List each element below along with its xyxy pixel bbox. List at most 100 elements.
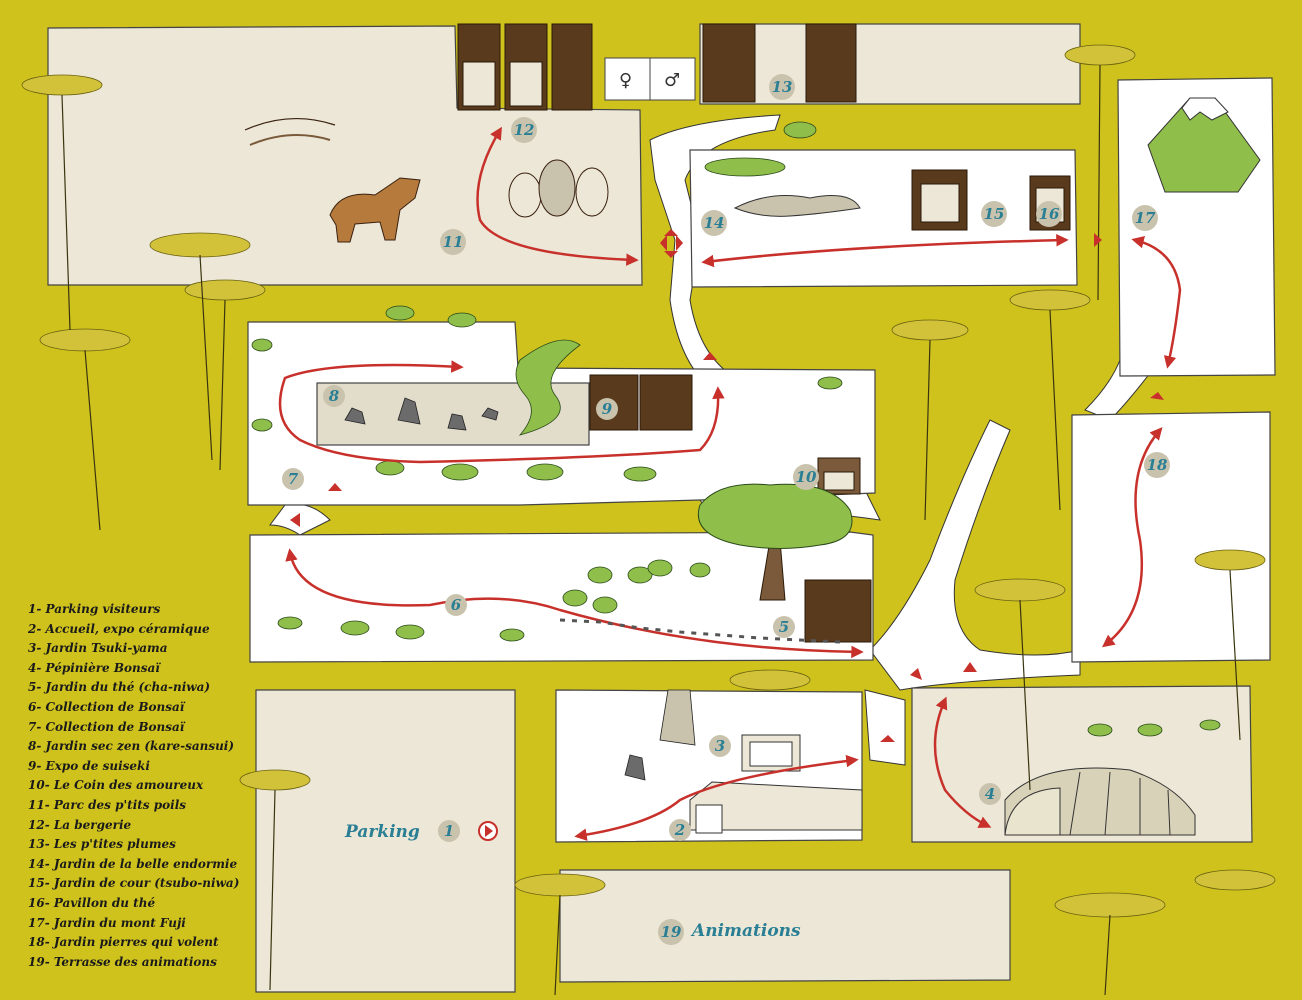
route-2-3 xyxy=(574,754,859,841)
zone-number-text: 5 xyxy=(779,618,789,636)
zone-badge-circle xyxy=(979,783,1001,805)
direction-marker xyxy=(676,235,683,251)
direction-marker xyxy=(1150,392,1164,400)
pine-tree xyxy=(39,328,131,352)
route-11-12 xyxy=(476,126,639,266)
pine-trunks xyxy=(61,64,1241,996)
legend-item: 16- Pavillon du thé xyxy=(28,895,156,910)
legend-item: 1- Parking visiteurs xyxy=(28,602,161,616)
route-triangles xyxy=(290,229,1164,742)
lawn xyxy=(704,157,786,177)
zone-number-text: 13 xyxy=(772,78,793,96)
zone-badge-circle xyxy=(438,820,460,842)
bonsai xyxy=(623,466,657,482)
greenhouse xyxy=(1004,767,1196,836)
direction-marker xyxy=(1094,233,1102,247)
tea-bush xyxy=(647,559,673,577)
legend-item: 5- Jardin du thé (cha-niwa) xyxy=(28,680,211,695)
legend-item: 9- Expo de suiseki xyxy=(28,758,150,773)
zone-number-16[interactable]: 16 xyxy=(1036,201,1062,227)
zone-number-15[interactable]: 15 xyxy=(981,201,1007,227)
pine-tree xyxy=(1054,892,1166,918)
zone-badge-circle xyxy=(1036,201,1062,227)
zone-number-4[interactable]: 4 xyxy=(979,783,1001,805)
bonsai xyxy=(1137,723,1163,737)
zone-badge-circle xyxy=(773,616,795,638)
direction-marker xyxy=(290,513,300,527)
donkey xyxy=(538,159,576,217)
zone-badge-circle xyxy=(440,229,466,255)
zone-number-5[interactable]: 5 xyxy=(773,616,795,638)
legend-item: 13- Les p'tites plumes xyxy=(28,837,176,852)
route-18 xyxy=(1102,427,1163,648)
zone-number-2[interactable]: 2 xyxy=(669,819,691,841)
parking-entrance-icon[interactable] xyxy=(478,821,498,841)
zone-number-14[interactable]: 14 xyxy=(701,210,727,236)
legend-item: 3- Jardin Tsuki-yama xyxy=(28,641,168,656)
bonsai xyxy=(499,628,525,642)
legend-item: 7- Collection de Bonsaï xyxy=(28,719,185,734)
hut-plumes-2 xyxy=(805,23,857,103)
legend-item: 6- Collection de Bonsaï xyxy=(28,699,185,714)
zone-number-text: 14 xyxy=(704,214,725,232)
bonsai xyxy=(1087,723,1113,737)
zone-number-1[interactable]: 1 xyxy=(438,820,460,842)
zone-number-9[interactable]: 9 xyxy=(596,398,618,420)
pine-tree xyxy=(1009,289,1091,311)
animations-label: Animations xyxy=(690,921,801,941)
zone-number-13[interactable]: 13 xyxy=(769,74,795,100)
bridge xyxy=(244,118,336,146)
direction-marker xyxy=(660,235,667,251)
bonsai xyxy=(385,305,415,321)
bonsai xyxy=(817,376,843,390)
zone-number-8[interactable]: 8 xyxy=(323,385,345,407)
zone-number-text: 19 xyxy=(661,923,682,941)
direction-marker xyxy=(910,668,922,680)
hut-plumes-1 xyxy=(702,23,756,103)
zone-number-10[interactable]: 10 xyxy=(793,464,819,490)
chaniwa-hut xyxy=(804,579,872,643)
legend-item: 14- Jardin de la belle endormie xyxy=(28,856,238,871)
direction-marker xyxy=(328,483,342,491)
bonsai xyxy=(340,620,370,636)
sleeping-beauty-rock xyxy=(733,195,861,217)
zone-number-17[interactable]: 17 xyxy=(1132,205,1158,231)
hut-window xyxy=(462,61,496,107)
zone-number-18[interactable]: 18 xyxy=(1144,452,1170,478)
zone-badge-circle xyxy=(769,74,795,100)
zone-badge-circle xyxy=(981,201,1007,227)
zone-badge-circle xyxy=(709,735,731,757)
zone-number-11[interactable]: 11 xyxy=(440,229,466,255)
zone-panel-1 xyxy=(255,689,516,993)
zen-stone xyxy=(397,397,421,425)
zone-badge-circle xyxy=(1132,205,1158,231)
legend-item: 8- Jardin sec zen (kare-sansui) xyxy=(28,739,235,754)
pavilion-window xyxy=(920,183,960,223)
zone-number-6[interactable]: 6 xyxy=(445,594,467,616)
zone-number-text: 9 xyxy=(602,400,613,418)
zone-number-3[interactable]: 3 xyxy=(709,735,731,757)
zone-badge-circle xyxy=(445,594,467,616)
bonsai xyxy=(251,418,273,432)
legend-item: 19- Terrasse des animations xyxy=(28,954,217,969)
zone-number-19[interactable]: 19 xyxy=(658,919,684,945)
mount-fuji xyxy=(1147,97,1261,193)
legend-item: 17- Jardin du mont Fuji xyxy=(28,915,186,930)
zone-badge-circle xyxy=(701,210,727,236)
suiseki-hut-2 xyxy=(639,374,693,431)
tsukiyama-waterfall xyxy=(659,689,696,746)
pine-tree xyxy=(239,769,311,791)
donkey xyxy=(508,172,542,218)
zone-number-7[interactable]: 7 xyxy=(282,468,304,490)
pine-tree xyxy=(1194,869,1276,891)
direction-marker xyxy=(664,251,678,258)
route-6-5 xyxy=(285,548,864,659)
zone-number-text: 8 xyxy=(329,387,340,405)
direction-marker xyxy=(963,662,977,672)
zone-number-text: 12 xyxy=(514,121,535,139)
zone-number-text: 18 xyxy=(1147,456,1168,474)
zone-number-12[interactable]: 12 xyxy=(511,117,537,143)
zone-panel-18 xyxy=(1071,411,1271,663)
tea-bush xyxy=(689,562,711,578)
